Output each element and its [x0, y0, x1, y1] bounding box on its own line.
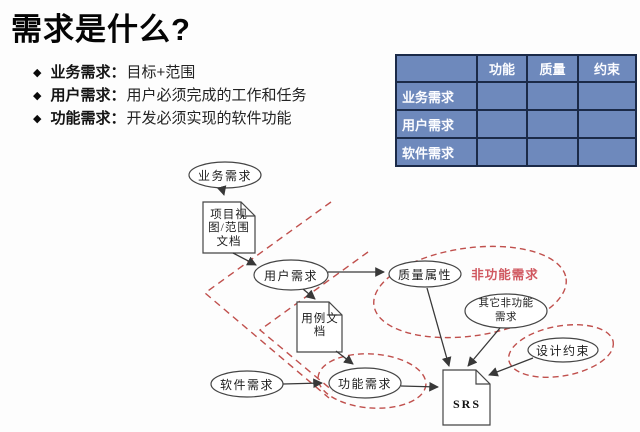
- func-req-label: 功能需求: [337, 376, 392, 391]
- dashed-boundary-outer: [203, 201, 332, 399]
- table-row: 用户需求: [395, 109, 637, 139]
- arrow-quality-to-srs: [426, 287, 452, 367]
- matrix-cell: [476, 137, 528, 167]
- diamond-bullet-icon: ◆: [33, 113, 42, 125]
- header-cell-function: 功能: [476, 54, 528, 83]
- arrow-othernonfunc-to-srs: [467, 327, 501, 367]
- row-label-business-req: 业务需求: [395, 81, 478, 111]
- srs-label: SRS: [452, 396, 481, 411]
- node-label-line: 其它非功能: [478, 298, 534, 309]
- doc-label-line: 用例文: [301, 312, 339, 325]
- doc-label-line: 文档: [216, 235, 242, 248]
- quality-attr-ellipse: [388, 260, 462, 288]
- matrix-cell: [476, 109, 528, 139]
- bullet-item-user: ◆ 用户需求： 用户必须完成的工作和任务: [33, 84, 307, 104]
- usecase-document-shape: [296, 301, 343, 353]
- dashed-boundary-inner: [258, 251, 369, 392]
- other-nonfunc-ellipse: [464, 293, 548, 329]
- bullet-term: 业务需求：: [50, 64, 126, 81]
- bullet-item-business: ◆ 业务需求： 目标+范围: [33, 61, 307, 81]
- table-row: 软件需求: [395, 137, 637, 167]
- arrow-funcreq-to-srs: [400, 381, 439, 392]
- arrow-softwarereq-to-funcreq: [282, 378, 323, 389]
- diamond-bullet-icon: ◆: [33, 67, 42, 79]
- usecase-doc-label: 用例文 档: [298, 309, 342, 343]
- arrow-visiondoc-to-userreq: [232, 252, 257, 266]
- row-label-user-req: 用户需求: [395, 109, 478, 139]
- software-req-label: 软件需求: [219, 377, 274, 392]
- arrow-business-to-visiondoc: [216, 185, 227, 196]
- diamond-bullet-icon: ◆: [33, 90, 42, 102]
- vision-scope-document-shape: [202, 201, 256, 254]
- matrix-cell: [476, 81, 528, 111]
- quality-attr-label: 质量属性: [397, 267, 452, 282]
- doc-label-line: 项目视: [210, 208, 248, 221]
- dashed-group-functional: [317, 353, 427, 409]
- doc-label-line: 图/范围: [208, 222, 250, 235]
- design-constraint-ellipse: [527, 337, 599, 363]
- matrix-cell: [577, 137, 637, 167]
- doc-label-line: 档: [313, 326, 327, 338]
- bullet-desc: 用户必须完成的工作和任务: [126, 87, 307, 104]
- business-req-label: 业务需求: [197, 168, 252, 183]
- other-nonfunc-label: 其它非功能 需求: [464, 295, 548, 327]
- header-cell-constraint: 约束: [577, 54, 637, 83]
- srs-document-shape: [442, 369, 491, 426]
- matrix-cell: [526, 137, 579, 167]
- vision-scope-doc-label: 项目视 图/范围 文档: [204, 207, 254, 251]
- func-req-ellipse: [328, 367, 402, 399]
- bullet-list: ◆ 业务需求： 目标+范围 ◆ 用户需求： 用户必须完成的工作和任务 ◆ 功能需…: [33, 61, 307, 130]
- user-req-label: 用户需求: [263, 268, 318, 283]
- header-cell-empty: [395, 54, 478, 83]
- matrix-cell: [577, 109, 637, 139]
- bullet-item-functional: ◆ 功能需求： 开发必须实现的软件功能: [33, 107, 307, 127]
- matrix-cell: [526, 109, 579, 139]
- bullet-desc: 目标+范围: [126, 64, 196, 81]
- bullet-desc: 开发必须实现的软件功能: [126, 110, 292, 127]
- table-header-row: 功能 质量 约束: [395, 54, 637, 83]
- page-title: 需求是什么?: [11, 12, 191, 47]
- matrix-cell: [526, 81, 579, 111]
- nonfunctional-group-label: 非功能需求: [471, 267, 539, 282]
- arrow-designconstraint-to-srs: [488, 357, 534, 377]
- dashed-group-nonfunctional: [373, 245, 567, 339]
- matrix-cell: [577, 81, 637, 111]
- node-label-line: 需求: [495, 312, 517, 323]
- dashed-group-design-constraint: [507, 324, 615, 378]
- bullet-term: 用户需求：: [50, 87, 126, 104]
- table-row: 业务需求: [395, 81, 637, 111]
- design-constraint-label: 设计约束: [535, 343, 590, 358]
- requirements-matrix-table: 功能 质量 约束 业务需求 用户需求 软件需求: [395, 54, 637, 167]
- arrow-usecasedoc-to-funcreq: [335, 350, 354, 365]
- arrow-userreq-to-usecasedoc: [302, 288, 316, 300]
- user-req-ellipse: [253, 259, 329, 291]
- bullet-term: 功能需求：: [50, 110, 126, 127]
- header-cell-quality: 质量: [526, 54, 579, 83]
- row-label-software-req: 软件需求: [395, 137, 478, 167]
